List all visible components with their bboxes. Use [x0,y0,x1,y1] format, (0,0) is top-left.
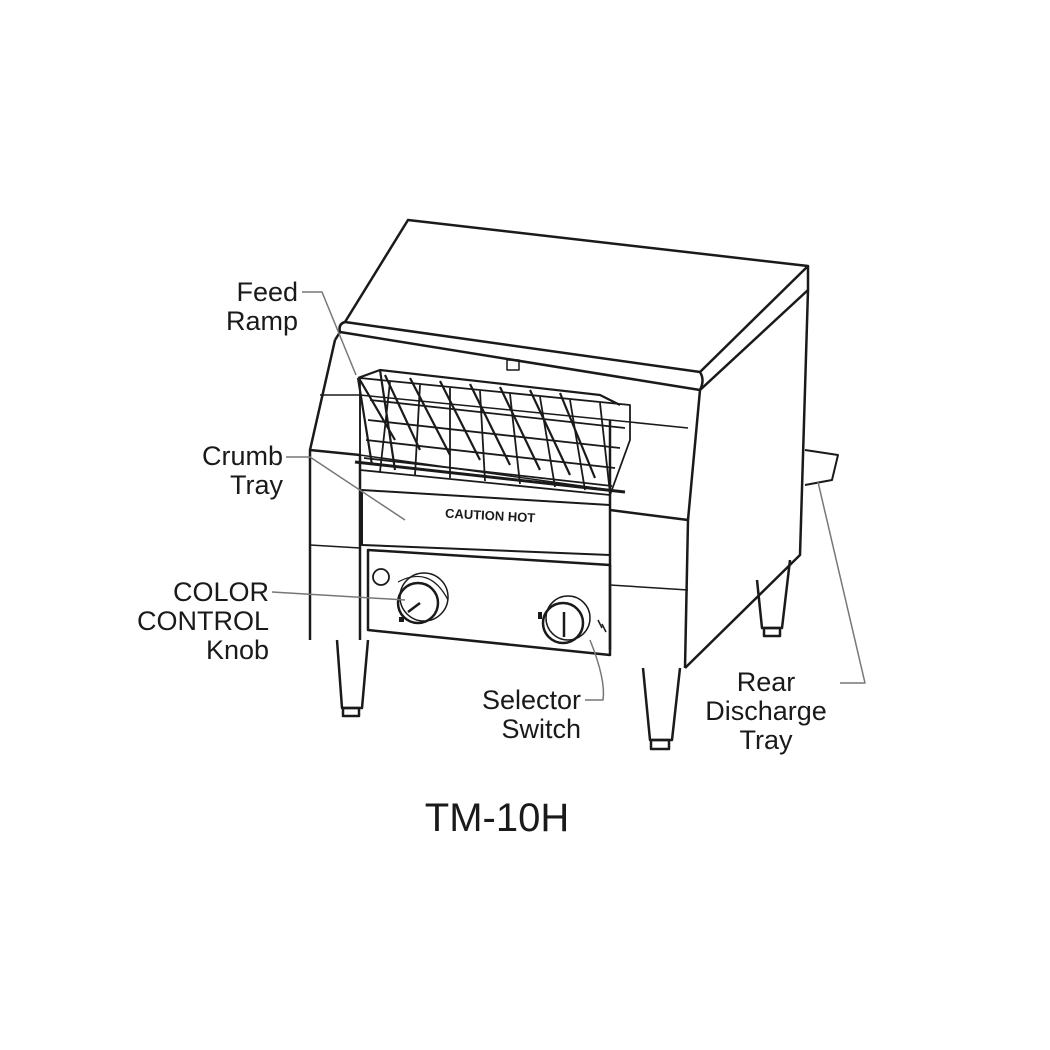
label-line: Knob [205,635,269,665]
label-line: Switch [501,714,581,744]
label-line: CONTROL [136,606,269,636]
feed-ramp [356,368,621,479]
label-color-control-knob: COLOR CONTROL Knob [137,578,269,665]
label-line: COLOR [172,577,269,607]
label-line: Rear [736,667,796,697]
toaster-lid [343,218,810,374]
label-rear-discharge-tray: Rear Discharge Tray [686,668,846,755]
power-light [372,568,390,586]
leg-front-left [335,639,370,710]
label-feed-ramp: Feed Ramp [226,278,298,336]
rear-discharge-tray [804,449,839,486]
leader-lines [271,291,866,701]
label-line: Crumb [201,441,283,471]
color-control-knob [396,572,449,625]
label-line: Discharge [705,696,827,726]
lid-latch [506,359,520,371]
conveyor-grid [354,377,631,496]
toaster-right-side [684,289,810,669]
label-crumb-tray: Crumb Tray [202,442,283,500]
leg-front-right [641,667,682,742]
control-panel [366,548,612,657]
label-line: Selector [481,685,581,715]
label-selector-switch: Selector Switch [482,686,581,744]
crumb-tray [361,489,611,556]
label-line: Tray [739,725,793,755]
label-line: Ramp [225,306,298,336]
model-number: TM-10H [424,796,570,840]
selector-switch-knob [541,595,591,645]
label-line: Tray [230,470,283,500]
label-line: Feed [236,277,298,307]
